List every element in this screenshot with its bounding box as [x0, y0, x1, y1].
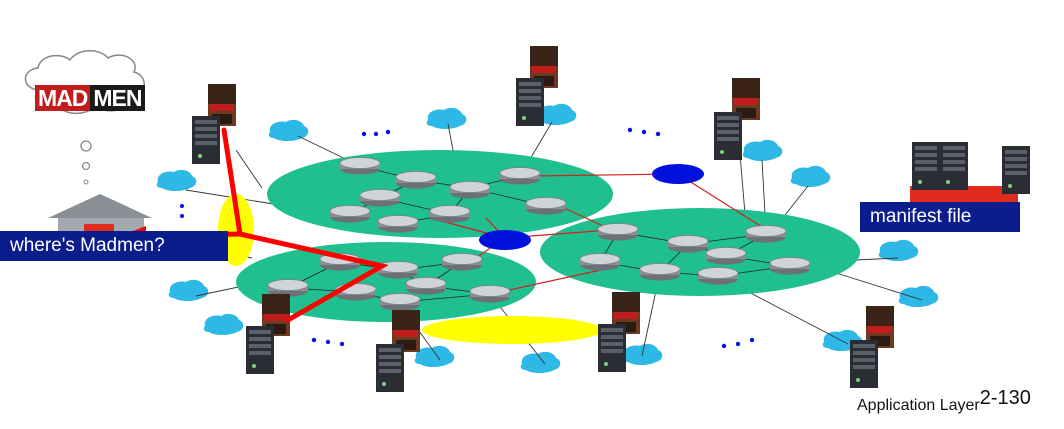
- router: [395, 171, 437, 189]
- router: [579, 253, 621, 271]
- thought-cloud: [24, 50, 145, 185]
- ixp-node: [652, 164, 704, 184]
- manifest-file-label: manifest file: [860, 202, 1020, 232]
- isp-network-top: [267, 150, 613, 238]
- access-network: [156, 169, 197, 191]
- access-network: [790, 165, 831, 187]
- router: [429, 205, 471, 223]
- server-icon: [246, 326, 274, 374]
- router: [667, 235, 709, 253]
- router: [405, 277, 447, 295]
- page-number: 2-130: [979, 387, 1031, 409]
- router: [329, 205, 371, 223]
- ellipsis-dots: [180, 127, 755, 349]
- where-madmen-label: where's Madmen?: [0, 231, 228, 261]
- router: [359, 189, 401, 207]
- router: [525, 197, 567, 215]
- router: [267, 279, 309, 297]
- router: [597, 223, 639, 241]
- server-icon: [598, 324, 626, 372]
- router: [499, 167, 541, 185]
- server-icon: [912, 142, 940, 190]
- access-network: [878, 239, 919, 261]
- access-network: [742, 139, 783, 161]
- router: [449, 181, 491, 199]
- router: [379, 293, 421, 311]
- server-icon: [1002, 146, 1030, 194]
- access-network: [898, 285, 939, 307]
- server-icon: [516, 78, 544, 126]
- router: [377, 215, 419, 233]
- server-icon: [192, 116, 220, 164]
- server-icon: [714, 112, 742, 160]
- router: [441, 253, 483, 271]
- router: [639, 263, 681, 281]
- footer-text: Application Layer: [857, 397, 980, 414]
- server-icon: [940, 142, 968, 190]
- server-icon: [376, 344, 404, 392]
- router: [769, 257, 811, 275]
- logo-left: MAD: [35, 85, 91, 111]
- router: [697, 267, 739, 285]
- ixp-node: [479, 230, 531, 250]
- access-network: [168, 279, 209, 301]
- access-network: [414, 345, 455, 367]
- logo-right: MEN: [90, 85, 145, 111]
- isp-network-right: [540, 208, 860, 296]
- router: [335, 283, 377, 301]
- router: [469, 285, 511, 303]
- cdn-dns-blob: [422, 316, 602, 344]
- slide-footer: Application Layer2-130: [857, 387, 1031, 416]
- access-network: [426, 107, 467, 129]
- access-network: [520, 351, 561, 373]
- access-network: [203, 313, 244, 335]
- server-icon: [850, 340, 878, 388]
- router: [705, 247, 747, 265]
- router: [745, 225, 787, 243]
- router: [339, 157, 381, 175]
